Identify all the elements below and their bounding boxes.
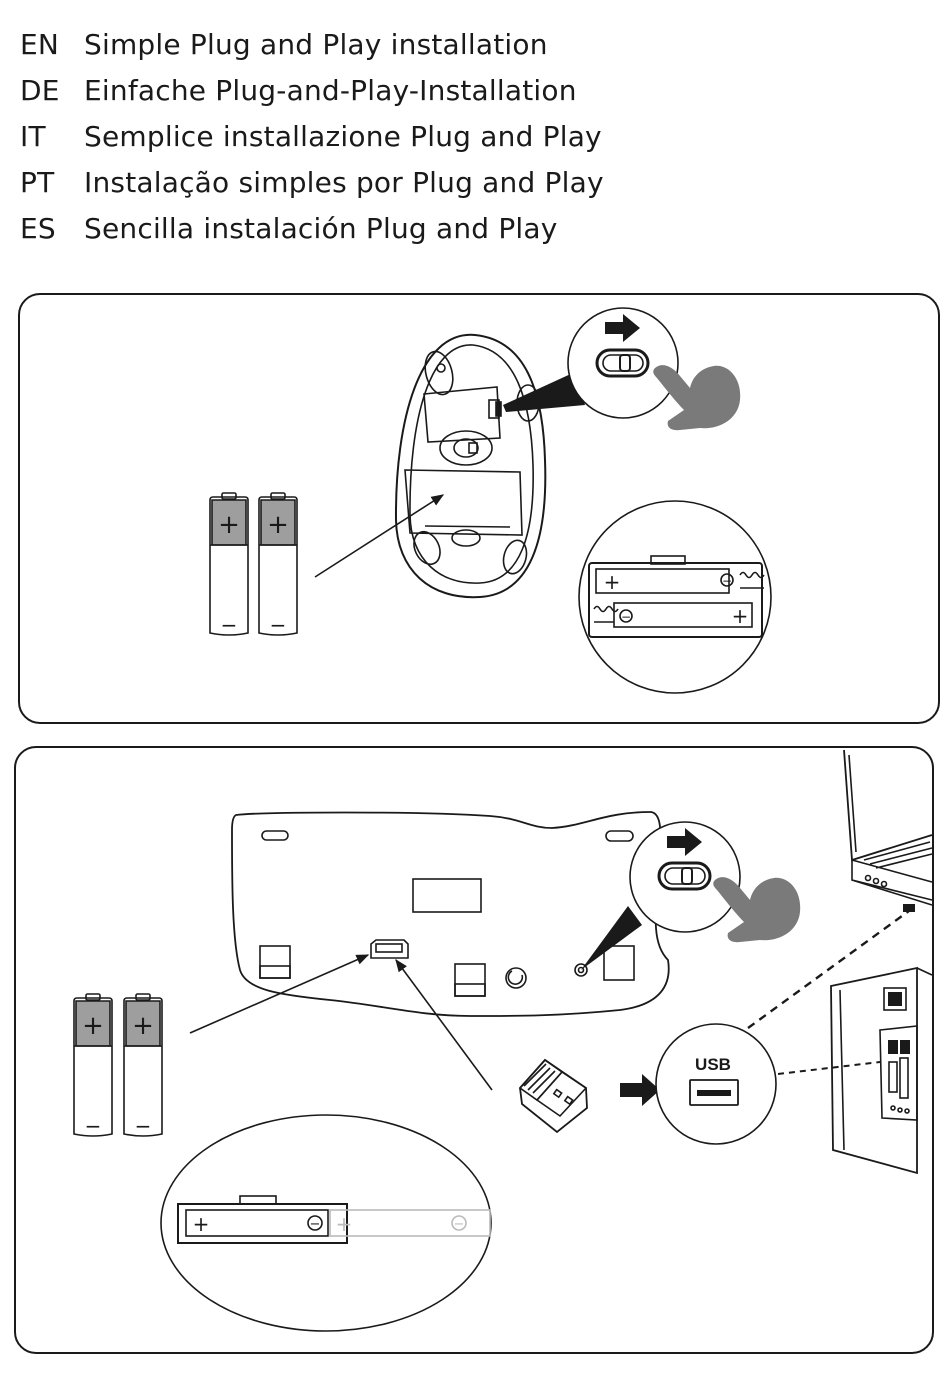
usb-port-callout bbox=[656, 1024, 776, 1144]
insert-battery-arrow bbox=[315, 495, 443, 577]
holder-plus-mark: + bbox=[604, 570, 621, 594]
battery-minus-mark: − bbox=[85, 1114, 102, 1138]
holder-minus-mark: − bbox=[621, 610, 631, 624]
holder-minus-mark: − bbox=[454, 1217, 465, 1232]
battery-plus-mark: + bbox=[267, 510, 289, 540]
battery-minus-mark: − bbox=[270, 613, 287, 637]
usb-receiver-icon bbox=[520, 1060, 587, 1132]
battery-icon: + − bbox=[74, 994, 112, 1138]
holder-minus-mark: − bbox=[310, 1217, 321, 1232]
holder-minus-mark: − bbox=[722, 574, 732, 588]
zoom-wedge bbox=[581, 906, 642, 970]
battery-icon: + − bbox=[259, 493, 297, 637]
store-receiver-arrow bbox=[396, 960, 492, 1090]
battery-orientation-callout bbox=[579, 501, 771, 693]
battery-orientation-callout bbox=[161, 1115, 491, 1331]
usb-label: USB bbox=[695, 1055, 731, 1074]
arrow-right-icon bbox=[620, 1074, 660, 1106]
holder-plus-mark: + bbox=[732, 604, 749, 628]
battery-icon: + − bbox=[124, 994, 162, 1138]
battery-plus-mark: + bbox=[82, 1011, 104, 1041]
battery-plus-mark: + bbox=[132, 1011, 154, 1041]
holder-plus-mark: + bbox=[336, 1212, 353, 1236]
laptop-icon bbox=[844, 750, 932, 912]
desktop-connection-line bbox=[778, 1062, 880, 1074]
desktop-tower-icon bbox=[831, 968, 932, 1173]
battery-plus-mark: + bbox=[218, 510, 240, 540]
battery-minus-mark: − bbox=[221, 613, 238, 637]
mouse-bottom-icon bbox=[396, 335, 545, 597]
battery-minus-mark: − bbox=[135, 1114, 152, 1138]
battery-icon: + − bbox=[210, 493, 248, 637]
holder-plus-mark: + bbox=[193, 1212, 210, 1236]
